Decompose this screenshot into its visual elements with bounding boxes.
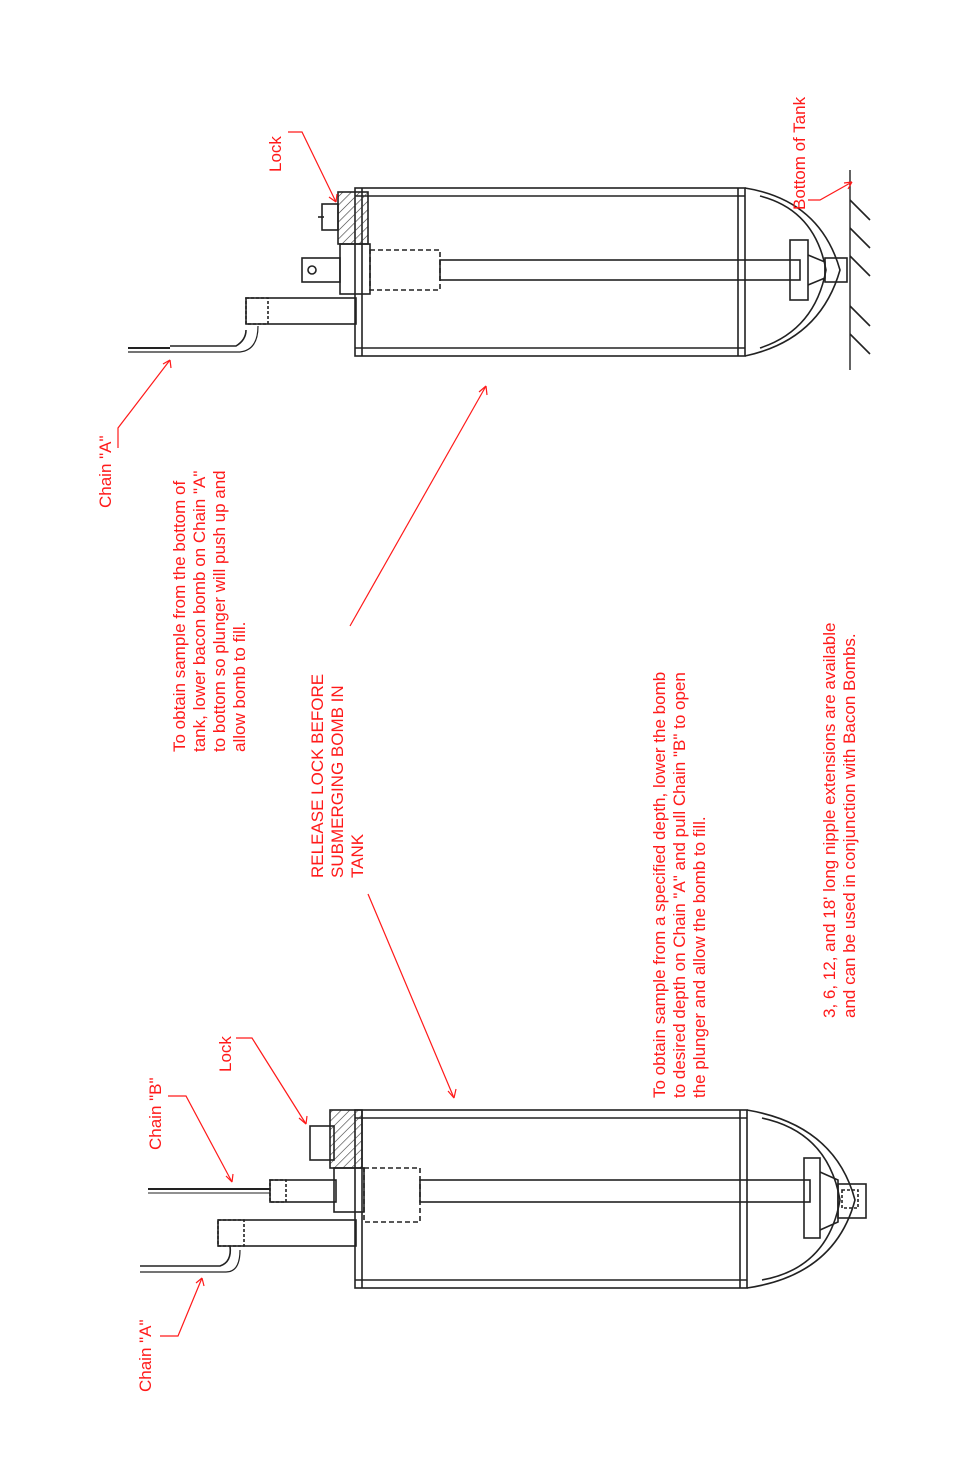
depth-instructions-line-3: the plunger and allow the bomb to fill.	[690, 816, 709, 1098]
extensions-note-line-1: 3, 6, 12, and 18' long nipple extensions…	[820, 622, 839, 1018]
depth-instructions-line-2: to desired depth on Chain "A" and pull C…	[670, 672, 689, 1098]
depth-instructions-line-1: To obtain sample from a specified depth,…	[650, 671, 669, 1098]
extensions-note-line-2: and can be used in conjunction with Baco…	[840, 633, 859, 1018]
bottom-instructions-line-3: to bottom so plunger will push up and	[210, 470, 229, 752]
chain-b-pipe-left	[269, 1179, 337, 1203]
sampler-bottom-of-tank	[128, 170, 871, 370]
leader-lines	[117, 131, 853, 1337]
release-lock-line-3: TANK	[348, 833, 367, 878]
label-lock-right: Lock	[266, 136, 285, 172]
label-bottom-of-tank: Bottom of Tank	[790, 96, 809, 210]
sampler-specified-depth	[140, 1109, 867, 1289]
bottom-instructions-line-2: tank, lower bacon bomb on Chain "A"	[190, 470, 209, 752]
label-extensions-note: 3, 6, 12, and 18' long nipple extensions…	[820, 623, 860, 1018]
lock-block-left	[329, 1109, 363, 1169]
release-lock-line-2: SUBMERGING BOMB IN	[328, 685, 347, 878]
release-lock-line-1: RELEASE LOCK BEFORE	[308, 673, 327, 878]
label-chain-a-left: Chain "A"	[136, 1319, 155, 1392]
bottom-instructions-line-4: allow bomb to fill.	[230, 621, 249, 752]
cylinder-body-left	[354, 1109, 748, 1289]
chain-a-pipe-left	[217, 1219, 357, 1247]
label-chain-a-right: Chain "A"	[96, 435, 115, 508]
lock-block-right	[337, 191, 369, 245]
dome-left	[746, 1109, 856, 1289]
chain-a-pipe-right	[245, 297, 357, 325]
plunger-rod-right	[439, 259, 801, 281]
dome-right	[744, 187, 841, 357]
cylinder-body-right	[354, 187, 746, 357]
label-release-lock: RELEASE LOCK BEFORE SUBMERGING BOMB IN T…	[308, 674, 368, 878]
bottom-instructions-line-1: To obtain sample from the bottom of	[170, 480, 189, 752]
plunger-rod-left	[419, 1179, 811, 1203]
label-depth-instructions: To obtain sample from a specified depth,…	[650, 672, 710, 1098]
label-chain-b-left: Chain "B"	[146, 1077, 165, 1150]
label-bottom-instructions: To obtain sample from the bottom of tank…	[170, 470, 250, 752]
label-lock-left: Lock	[216, 1036, 235, 1072]
